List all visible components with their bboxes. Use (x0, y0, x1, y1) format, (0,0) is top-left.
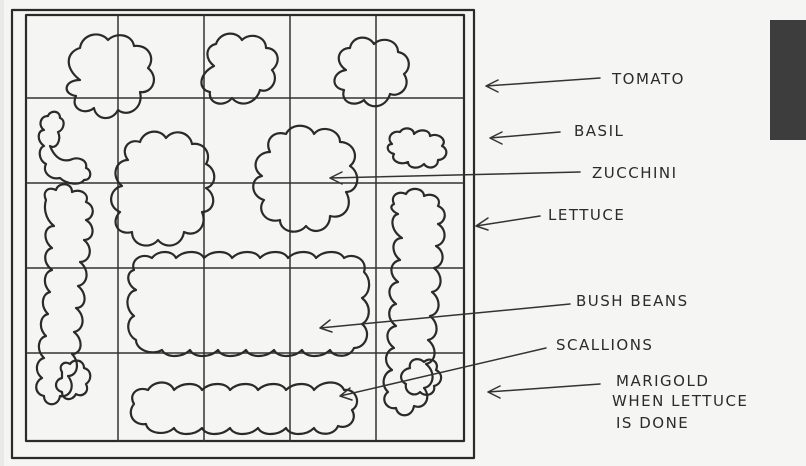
label-scallions: SCALLIONS (556, 336, 653, 354)
label-basil: BASIL (574, 122, 624, 140)
label-marigold-line2: WHEN LETTUCE (612, 392, 748, 410)
label-bush-beans: BUSH BEANS (576, 292, 689, 310)
shadow-corner (770, 20, 806, 140)
label-lettuce: LETTUCE (548, 206, 625, 224)
label-tomato: TOMATO (611, 70, 685, 88)
label-marigold-line1: MARIGOLD (616, 372, 709, 390)
label-marigold-line3: IS DONE (616, 414, 689, 432)
label-zucchini: ZUCCHINI (592, 164, 678, 182)
